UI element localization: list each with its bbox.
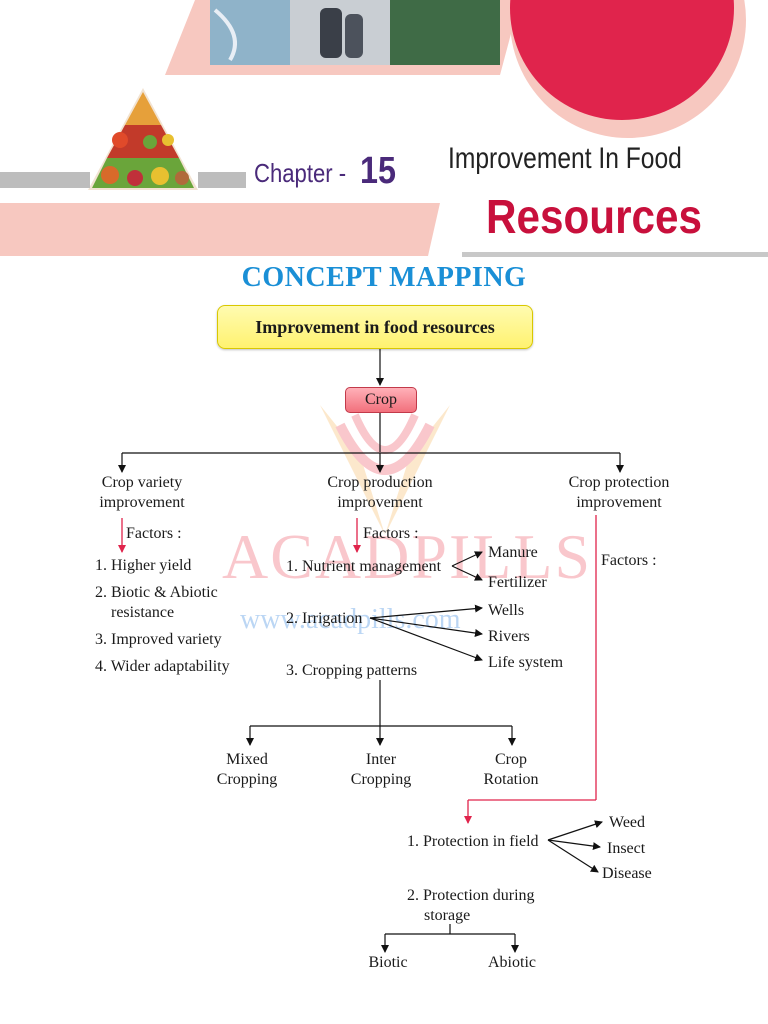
branch-left-line2: improvement — [99, 494, 185, 511]
cropping-item: Inter — [365, 751, 397, 768]
branch-left-line1: Crop variety — [101, 474, 183, 491]
nutrient-item: Manure — [488, 544, 538, 561]
cropping-patterns: 3. Cropping patterns — [286, 662, 418, 679]
branch-right-line1: Crop protection — [568, 474, 670, 491]
chapter-banner — [0, 0, 768, 257]
chapter-number: 15 — [360, 150, 396, 192]
protection-storage-line1: 2. Protection during — [407, 887, 535, 904]
irrigation: 2. Irrigation — [286, 610, 363, 627]
branch-middle-line1: Crop production — [327, 474, 433, 491]
section-title: CONCEPT MAPPING — [241, 262, 527, 293]
banner-underline — [462, 252, 768, 257]
protection-storage-line2: storage — [424, 907, 471, 924]
irrigation-item: Life system — [488, 654, 564, 671]
banner-pink-band — [0, 203, 440, 256]
watermark-brand: ACADPILLS — [222, 521, 593, 592]
nutrient-item: Fertilizer — [488, 574, 547, 591]
chapter-label: Chapter - — [254, 158, 347, 188]
food-pyramid-icon — [88, 88, 198, 190]
branch-right-line2: improvement — [576, 494, 662, 511]
nutrient-management: 1. Nutrient management — [286, 558, 442, 575]
left-factor-item: resistance — [111, 604, 175, 621]
left-factor-item: 1. Higher yield — [95, 557, 192, 574]
branch-left-factors-label: Factors : — [126, 525, 182, 542]
watermark-url: www.acadpills.com — [240, 604, 461, 635]
banner-grey-bar-left — [0, 172, 90, 188]
cropping-item: Crop — [495, 751, 527, 768]
branch-middle-line2: improvement — [337, 494, 423, 511]
root-node: Improvement in food resources — [217, 305, 533, 349]
protection-in-field: 1. Protection in field — [407, 833, 539, 850]
chapter-subtitle: Improvement In Food — [448, 142, 682, 175]
cropping-item: Rotation — [483, 771, 539, 788]
irrigation-item: Wells — [488, 602, 525, 619]
cropping-item: Cropping — [216, 771, 278, 788]
cropping-item: Cropping — [350, 771, 412, 788]
chapter-title: Resources — [486, 191, 703, 244]
field-item: Disease — [602, 865, 652, 882]
branch-right-factors-label: Factors : — [601, 552, 657, 569]
branch-middle-factors-label: Factors : — [363, 525, 419, 542]
watermark-logo-icon — [320, 405, 450, 535]
banner-circle — [510, 0, 734, 120]
field-item: Weed — [609, 814, 646, 831]
irrigation-item: Rivers — [488, 628, 530, 645]
left-factor-item: 3. Improved variety — [95, 631, 222, 648]
storage-item: Biotic — [368, 954, 408, 971]
storage-item: Abiotic — [488, 954, 536, 971]
cropping-item: Mixed — [226, 751, 268, 768]
left-factor-item: 2. Biotic & Abiotic — [95, 584, 218, 601]
banner-grey-bar-mid — [198, 172, 246, 188]
crop-node: Crop — [345, 387, 417, 413]
left-factor-item: 4. Wider adaptability — [95, 658, 230, 675]
field-item: Insect — [607, 840, 646, 857]
